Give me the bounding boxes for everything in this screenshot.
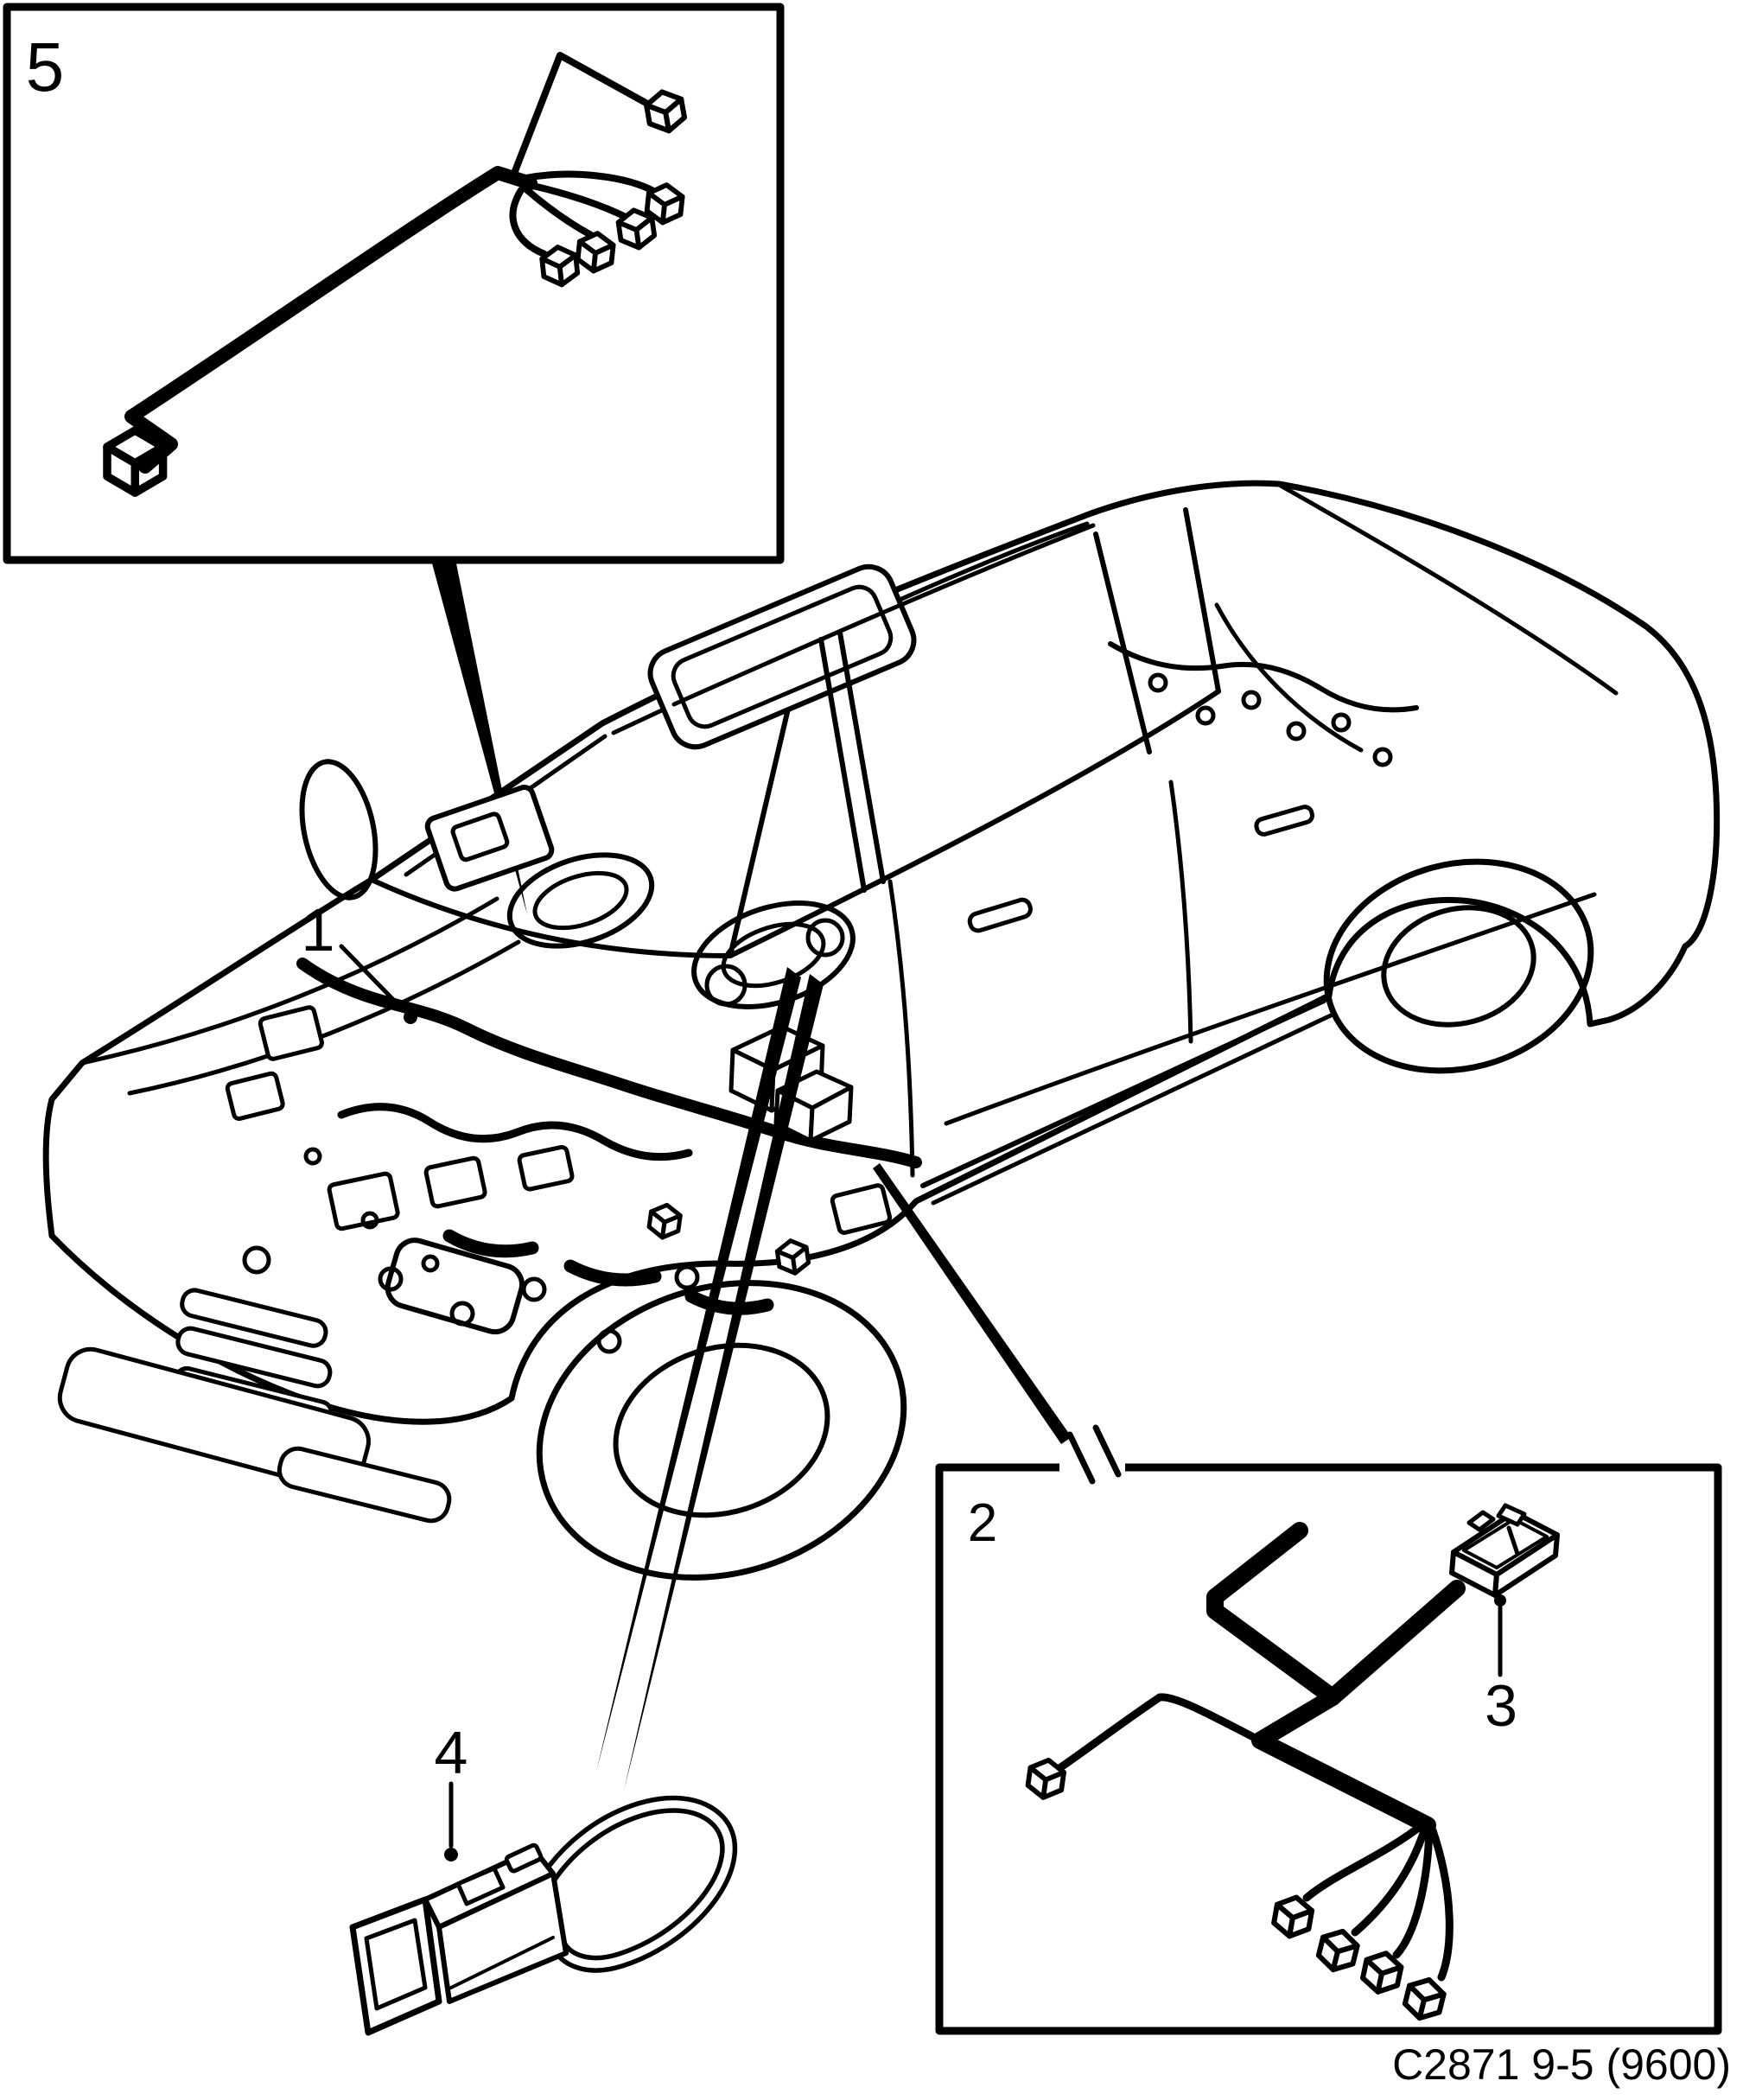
connector-4-front-inner	[364, 1918, 428, 2011]
sill-line-lower	[931, 1013, 1333, 1206]
loop-connector-illustration: 4	[349, 1719, 738, 2036]
harness-5-branch-wire	[509, 187, 548, 258]
callout-3: 3	[1485, 1594, 1517, 1739]
b-pillar-inner	[837, 630, 886, 884]
harness-5-trunk-wire	[124, 166, 538, 474]
rear-wheel	[1323, 858, 1594, 1074]
border-break-tick	[1092, 1424, 1122, 1478]
callout-1-dot	[404, 1010, 417, 1024]
callout-1: 1	[302, 896, 417, 1024]
inset-2-label: 2	[968, 1493, 997, 1553]
window-switch-panel	[424, 785, 555, 892]
beltline	[728, 689, 1221, 958]
harness-2-module-wire	[1324, 1580, 1466, 1706]
harness-2-trunk-wire	[1206, 1522, 1436, 1834]
harness-5-branch-connector	[576, 232, 614, 273]
trunk-shut-line	[1278, 483, 1619, 696]
border-break	[1059, 1459, 1125, 1474]
hood-seam-line	[127, 939, 521, 1096]
harness-5-branch-wire	[522, 170, 658, 195]
connector-4-front-face	[349, 1896, 442, 2036]
harness-5-branch-wire	[524, 187, 595, 239]
harness-5-branch-wire	[525, 181, 631, 221]
roof-harness	[671, 523, 1419, 767]
hood-badge	[242, 1245, 271, 1275]
bumper-air-slot	[277, 1446, 452, 1524]
dashboard-harness	[225, 958, 922, 1354]
pointer-wedge-connector-4	[624, 974, 824, 1791]
callout-4-dot	[444, 1848, 458, 1861]
body-crease-line	[944, 892, 1597, 1126]
c-pillar	[1093, 531, 1152, 754]
harness-2-branch-wire	[1428, 1826, 1454, 1982]
connector-4-wire-loop-core	[540, 1800, 733, 1969]
callout-3-label: 3	[1485, 1673, 1517, 1739]
windshield	[369, 621, 811, 958]
pointer-wedge-inset-2	[873, 1163, 1072, 1444]
b-pillar	[818, 637, 867, 893]
car-illustration	[42, 480, 1721, 1581]
harness-5-top-branch-wire	[512, 52, 660, 175]
rear-module-connector	[1449, 1503, 1560, 1598]
rear-door-cut	[1168, 780, 1193, 1044]
border-break-tick	[1066, 1431, 1096, 1485]
inset-box-cabin-harness: 5	[3, 3, 785, 564]
connector-4-wire-loop	[536, 1795, 738, 1973]
pointer-wedge-connector-4	[596, 967, 801, 1772]
figure-caption: C2871 9-5 (9600)	[1392, 2040, 1731, 2089]
inset-5-label: 5	[26, 29, 65, 105]
inset-box-rear-harness: 2	[935, 1424, 1722, 2035]
harness-5-top-connector	[645, 89, 686, 134]
callout-4-label: 4	[435, 1719, 468, 1786]
callout-1-label: 1	[302, 896, 335, 964]
inset-2-border	[935, 1463, 1722, 2035]
callout-1-leader	[339, 944, 407, 1014]
harness-2-left-branch	[1055, 1693, 1264, 1772]
front-wheel	[536, 1280, 907, 1581]
inset-2-harness-illustration	[1027, 1503, 1560, 2022]
connector-4-detail-line	[449, 1936, 555, 1989]
harness-2-branch-wire	[1392, 1824, 1434, 1959]
callout-3-dot	[1494, 1594, 1506, 1607]
harness-2-branch-wire	[1351, 1821, 1430, 1937]
sill-line	[920, 998, 1326, 1188]
front-door-cut	[887, 879, 915, 1178]
inset-5-border	[3, 3, 785, 564]
inset-5-harness-illustration	[107, 52, 686, 493]
connector-4-side-face	[436, 1871, 569, 2004]
quarter-window-edge	[1183, 507, 1221, 694]
connector-4-latch	[455, 1866, 506, 1906]
door-handle	[967, 897, 1033, 933]
door-handle	[1254, 805, 1315, 837]
hood-seam-line	[80, 896, 499, 1066]
harness-2-branch-wire	[1302, 1819, 1428, 1902]
side-mirror	[299, 759, 378, 900]
connector-4-latch-tab	[504, 1842, 544, 1874]
harness-2-branch-connector	[1403, 1976, 1447, 2022]
